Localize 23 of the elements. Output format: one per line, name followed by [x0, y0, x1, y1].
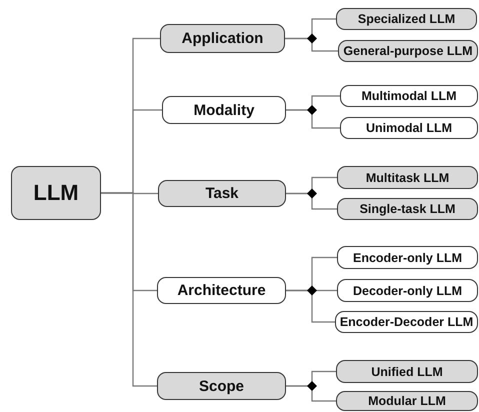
connector-line	[101, 192, 157, 387]
type-box: Unified LLM	[336, 360, 478, 383]
connector-line	[286, 290, 335, 323]
connector-line	[286, 385, 336, 402]
category-box: Task	[158, 180, 286, 207]
connector-line	[286, 109, 340, 129]
type-box: Unimodal LLM	[340, 117, 478, 139]
type-box: Encoder-only LLM	[337, 246, 478, 269]
category-box: Application	[160, 24, 285, 53]
type-box: Multitask LLM	[337, 166, 478, 189]
category-box: Architecture	[157, 277, 286, 304]
category-box: Modality	[162, 96, 286, 124]
type-box: Encoder-Decoder LLM	[335, 311, 478, 333]
type-box: Single-task LLM	[337, 198, 478, 220]
connector-line	[286, 192, 337, 210]
root-box: LLM	[11, 166, 101, 220]
type-box: Decoder-only LLM	[337, 279, 478, 302]
type-box: Specialized LLM	[336, 8, 477, 30]
type-box: Multimodal LLM	[340, 85, 478, 107]
category-box: Scope	[157, 372, 286, 400]
connector-line	[285, 38, 338, 52]
type-box: General-purpose LLM	[338, 40, 478, 62]
type-box: Modular LLM	[336, 391, 478, 411]
